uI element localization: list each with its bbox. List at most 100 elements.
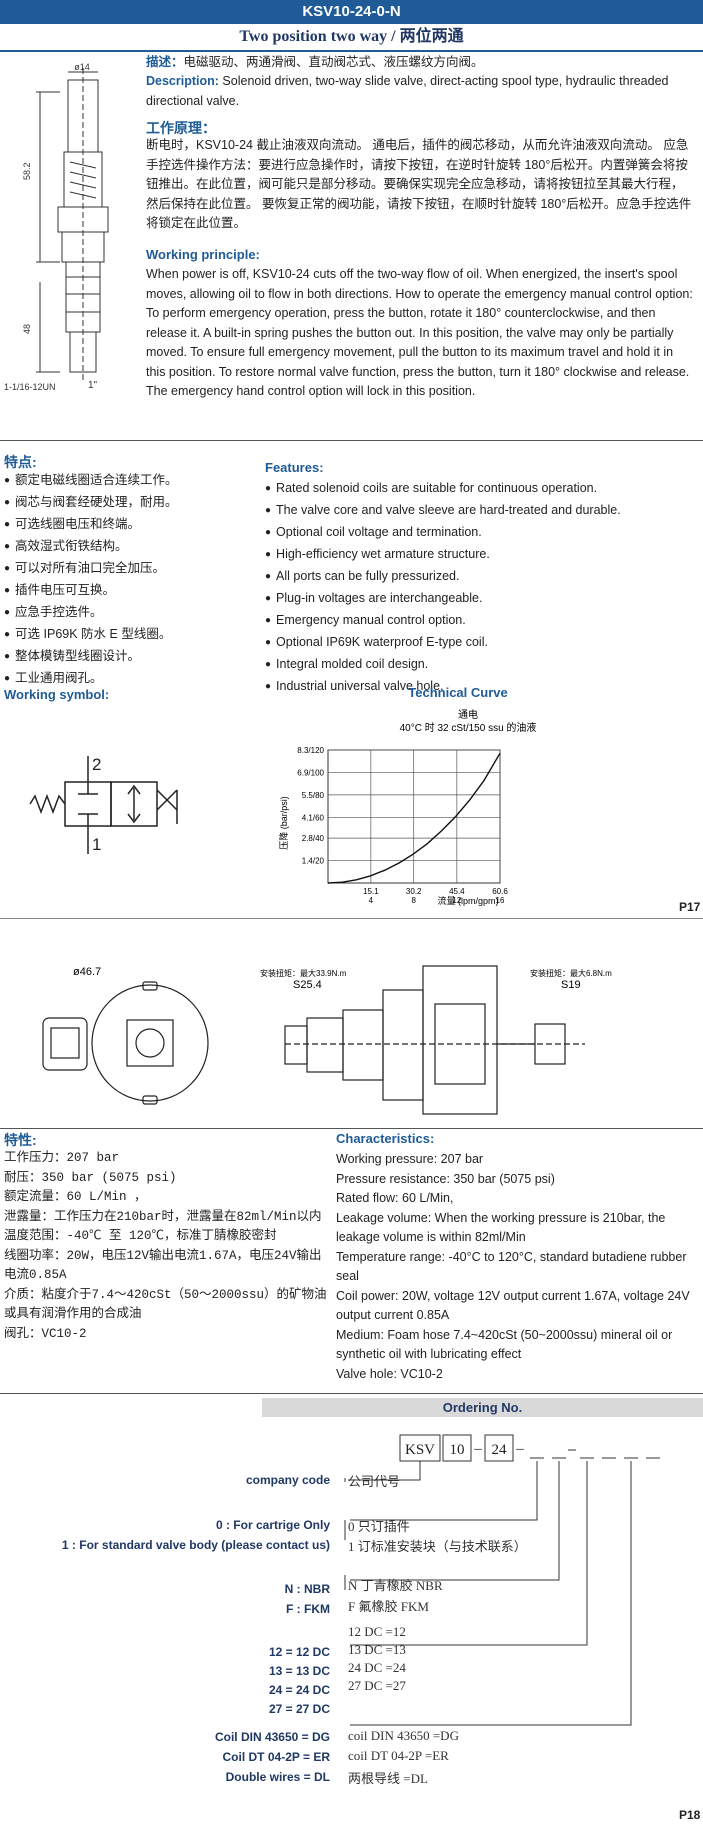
- list-item: 线圈功率：20W，电压12V输出电流1.67A，电压24V输出电流0.85A: [4, 1247, 329, 1286]
- chart-ytick: 5.5/80: [302, 791, 325, 800]
- text-coil-er: coil DT 04-2P =ER: [348, 1748, 449, 1763]
- list-item-text: Temperature range: -40°C to 120°C, stand…: [336, 1249, 687, 1284]
- ordering-code-diagram: KSV 10 – 24 –: [344, 1434, 660, 1726]
- page-number-17: P17: [679, 900, 701, 914]
- code-dash-2: –: [515, 1441, 524, 1457]
- list-item-text: Leakage volume: When the working pressur…: [336, 1210, 666, 1245]
- features-title-en: Features:: [265, 460, 324, 475]
- list-item: Emergency manual control option.: [265, 610, 695, 632]
- list-item-text: High-efficiency wet armature structure.: [276, 547, 490, 561]
- label-coil-dl: Double wires = DL: [225, 1770, 330, 1784]
- list-item-text: The valve core and valve sleeve are hard…: [276, 503, 621, 517]
- dim-diameter-14: ø14: [74, 62, 90, 72]
- list-item-text: Coil power: 20W, voltage 12V output curr…: [336, 1288, 690, 1323]
- label-coil-er: Coil DT 04-2P = ER: [222, 1750, 330, 1764]
- list-item-text: Optional IP69K waterproof E-type coil.: [276, 635, 488, 649]
- spec-list-cn: 工作压力：207 bar 耐压：350 bar (5075 psi)额定流量：60…: [4, 1149, 329, 1344]
- label-voltage-12: 12 = 12 DC: [268, 1645, 330, 1659]
- list-item: 额定电磁线圈适合连续工作。: [4, 470, 254, 492]
- text-coil-dl: 两根导线 =DL: [348, 1771, 428, 1786]
- principle-title-en: Working principle:: [146, 247, 260, 262]
- code-ksv: KSV: [405, 1442, 435, 1458]
- chart-ytick: 2.8/40: [302, 834, 325, 843]
- list-item: Leakage volume: When the working pressur…: [336, 1209, 698, 1248]
- list-item-text: Integral molded coil design.: [276, 657, 429, 671]
- list-item: 阀孔：VC10-2: [4, 1325, 329, 1345]
- symbol-title: Working symbol:: [4, 687, 110, 702]
- list-item-text: 温度范围：-40℃ 至 120℃，标准丁腈橡胶密封: [4, 1229, 277, 1243]
- list-item-text: 工作压力：207 bar: [4, 1151, 120, 1165]
- chart-ytick: 4.1/60: [302, 813, 325, 822]
- chart-subtitle: 40°C 时 32 cSt/150 ssu 的油液: [400, 721, 537, 734]
- chart-xtick-gpm: 16: [496, 896, 505, 905]
- spec-title-en: Characteristics:: [336, 1131, 435, 1146]
- list-item-text: 泄露量：工作压力在210bar时，泄露量在82ml/Min以内: [4, 1209, 322, 1224]
- text-voltage-27: 27 DC =27: [348, 1678, 406, 1693]
- list-item: 应急手控选件。: [4, 602, 254, 624]
- port-2-label: 2: [92, 755, 101, 774]
- chart-xtick-gpm: 8: [411, 896, 416, 905]
- chart-ytick: 8.3/120: [297, 746, 324, 755]
- list-item: Valve hole: VC10-2: [336, 1365, 698, 1385]
- list-item: Rated solenoid coils are suitable for co…: [265, 478, 695, 500]
- chart-xtick: 15.1: [363, 887, 379, 896]
- list-item: Medium: Foam hose 7.4~420cSt (50~2000ssu…: [336, 1326, 698, 1365]
- chart-xtick: 30.2: [406, 887, 422, 896]
- list-item-text: Plug-in voltages are interchangeable.: [276, 591, 483, 605]
- text-voltage-24: 24 DC =24: [348, 1660, 406, 1675]
- text-seal-n-cn: N 丁青橡胶 NBR: [348, 1578, 443, 1593]
- list-item-text: 可选 IP69K 防水 E 型线圈。: [15, 627, 172, 641]
- label-seal-n: N : NBR: [284, 1582, 330, 1596]
- list-item: Temperature range: -40°C to 120°C, stand…: [336, 1248, 698, 1287]
- features-title-cn: 特点:: [4, 454, 37, 470]
- code-24: 24: [492, 1442, 508, 1458]
- description-cn: 描述：电磁驱动、两通滑阀、直动阀芯式、液压螺纹方向阀。: [146, 55, 484, 69]
- product-subtitle: Two position two way / 两位两通: [0, 24, 703, 52]
- list-item: 耐压：350 bar (5075 psi): [4, 1169, 329, 1189]
- list-item-text: Rated flow: 60 L/Min,: [336, 1191, 454, 1205]
- valve-side-view: 安装扭矩：最大33.9N.m S25.4 安装扭矩：最大6.8N.m S19: [260, 965, 612, 1115]
- list-item: 泄露量：工作压力在210bar时，泄露量在82ml/Min以内: [4, 1208, 329, 1228]
- chart-series-line: [327, 752, 501, 884]
- description-en: Description: Solenoid driven, two-way sl…: [146, 74, 669, 108]
- features-list-cn: 额定电磁线圈适合连续工作。阀芯与阀套经硬处理，耐用。可选线圈电压和终端。高效湿式…: [4, 470, 254, 690]
- chart-ylabel: 压降 (bar/psi): [278, 796, 289, 850]
- list-item: 可选 IP69K 防水 E 型线圈。: [4, 624, 254, 646]
- label-option-0: 0 : For cartrige Only: [215, 1518, 330, 1532]
- list-item-text: All ports can be fully pressurized.: [276, 569, 460, 583]
- label-option-1: 1 : For standard valve body (please cont…: [61, 1538, 330, 1552]
- list-item-text: Working pressure: 207 bar: [336, 1152, 484, 1166]
- text-seal-f-cn: F 氟橡胶 FKM: [348, 1599, 429, 1614]
- chart-xtick: 60.6: [492, 887, 508, 896]
- dim-thread: 1-1/16-12UN: [4, 382, 56, 392]
- list-item: 高效湿式衔铁结构。: [4, 536, 254, 558]
- text-option-1-cn: 1 订标准安装块（与技术联系）: [348, 1539, 527, 1554]
- list-item-text: 可选线圈电压和终端。: [15, 517, 141, 531]
- list-item: 工业通用阀孔。: [4, 668, 254, 690]
- text-voltage-12: 12 DC =12: [348, 1624, 406, 1639]
- wrench-size-2: S19: [561, 979, 581, 991]
- chart-ytick: 6.9/100: [297, 768, 324, 777]
- list-item-text: 整体模铸型线圈设计。: [15, 649, 141, 663]
- code-dash-1: –: [473, 1441, 482, 1457]
- list-item-text: Optional coil voltage and termination.: [276, 525, 482, 539]
- ordering-title: Ordering No.: [262, 1398, 703, 1417]
- text-voltage-13: 13 DC =13: [348, 1642, 406, 1657]
- working-symbol: 2 1: [29, 755, 178, 854]
- coil-front-view: ø46.7: [42, 966, 209, 1105]
- label-voltage-13: 13 = 13 DC: [268, 1664, 330, 1678]
- list-item: Rated flow: 60 L/Min,: [336, 1189, 698, 1209]
- principle-text-en: When power is off, KSV10-24 cuts off the…: [146, 267, 693, 398]
- wrench-size-1: S25.4: [293, 979, 322, 991]
- list-item-text: 应急手控选件。: [15, 605, 103, 619]
- list-item: 额定流量：60 L/Min ，: [4, 1188, 329, 1208]
- list-item: All ports can be fully pressurized.: [265, 566, 695, 588]
- label-voltage-24: 24 = 24 DC: [268, 1683, 330, 1697]
- list-item-text: 工业通用阀孔。: [15, 671, 103, 685]
- label-coil-dg: Coil DIN 43650 = DG: [214, 1730, 330, 1744]
- spec-title-cn: 特性:: [4, 1132, 37, 1148]
- features-list-en: Rated solenoid coils are suitable for co…: [265, 478, 695, 698]
- label-company-code: company code: [245, 1473, 330, 1487]
- list-item: Integral molded coil design.: [265, 654, 695, 676]
- chart-title: Technical Curve: [408, 685, 507, 700]
